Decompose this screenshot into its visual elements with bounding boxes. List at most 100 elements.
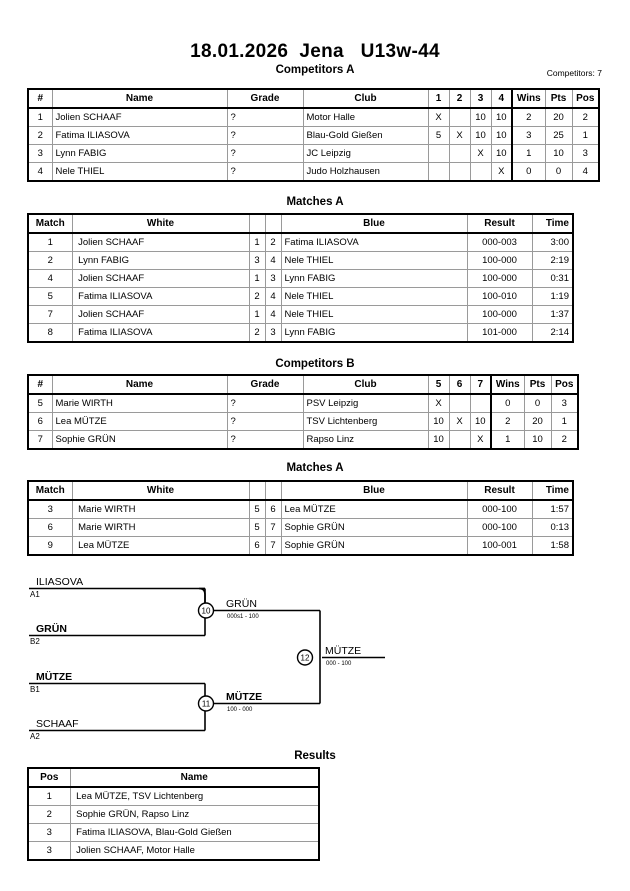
cell-result: 000-003 xyxy=(466,232,533,252)
cell-opp-2 xyxy=(448,107,471,127)
table-header-row: # Name Grade Club 1 2 3 4 Wins Pts Pos xyxy=(27,88,600,109)
cell-time: 1:58 xyxy=(531,536,574,556)
cell-white: Marie WIRTH xyxy=(71,518,250,537)
cell-pts: 0 xyxy=(544,162,573,182)
matches-b-table: Match White Blue Result Time 3 Marie WIR… xyxy=(27,480,574,556)
cell-match: 6 xyxy=(27,518,73,537)
cell-time: 0:31 xyxy=(531,269,574,288)
bracket-score-11: 100 - 000 xyxy=(227,707,253,713)
cell-match: 4 xyxy=(27,269,73,288)
cell-name: Fatima ILIASOVA xyxy=(51,126,228,145)
cell-blue-seed: 4 xyxy=(264,305,282,324)
cell-opp-1 xyxy=(427,144,450,163)
cell-opp-3 xyxy=(469,162,492,182)
col-grade: Grade xyxy=(226,88,304,109)
col-num: # xyxy=(27,88,53,109)
cell-grade: ? xyxy=(226,144,304,163)
table-row: 1 Lea MÜTZE, TSV Lichtenberg xyxy=(27,786,320,806)
cell-result: 100-001 xyxy=(466,536,533,556)
section-title-matches-a: Matches A xyxy=(286,196,344,208)
cell-blue-seed: 4 xyxy=(264,287,282,306)
cell-white-seed: 6 xyxy=(248,536,266,556)
cell-num: 1 xyxy=(27,107,53,127)
cell-opp-1: 10 xyxy=(427,430,450,450)
section-title-competitors-a: Competitors A xyxy=(275,64,355,76)
cell-num: 6 xyxy=(27,412,53,431)
cell-blue: Sophie GRÜN xyxy=(280,518,468,537)
bracket-entry-seed-1: A1 xyxy=(30,590,40,599)
cell-white-seed: 1 xyxy=(248,269,266,288)
bracket-winner-name-11: MÜTZE xyxy=(226,690,262,703)
cell-match: 3 xyxy=(27,499,73,519)
col-opp-4: 4 xyxy=(490,88,513,109)
col-time: Time xyxy=(531,213,574,234)
cell-opp-1: 5 xyxy=(427,126,450,145)
cell-wins: 3 xyxy=(511,126,546,145)
cell-white-seed: 3 xyxy=(248,251,266,270)
cell-white: Fatima ILIASOVA xyxy=(71,323,250,343)
cell-blue-seed: 3 xyxy=(264,269,282,288)
cell-opp-1: X xyxy=(427,107,450,127)
bracket-entry-seed-2: B2 xyxy=(30,637,40,646)
col-blue: Blue xyxy=(280,480,468,501)
col-opp-6: 6 xyxy=(448,374,471,395)
col-pts: Pts xyxy=(523,374,552,395)
cell-result: 100-000 xyxy=(466,251,533,270)
col-pos: Pos xyxy=(27,767,71,788)
cell-white: Marie WIRTH xyxy=(71,499,250,519)
cell-opp-3: 10 xyxy=(469,412,492,431)
col-wins: Wins xyxy=(490,374,525,395)
cell-blue: Nele THIEL xyxy=(280,251,468,270)
bracket-entry-name-4: SCHAAF xyxy=(36,718,79,730)
cell-grade: ? xyxy=(226,430,304,450)
cell-blue-seed: 3 xyxy=(264,323,282,343)
cell-name: Jolien SCHAAF xyxy=(51,107,228,127)
col-white: White xyxy=(71,213,250,234)
cell-match: 5 xyxy=(27,287,73,306)
match-node-11[interactable] xyxy=(197,695,215,712)
section-title-results: Results xyxy=(294,750,336,762)
cell-opp-4: 10 xyxy=(490,107,513,127)
cell-pos: 2 xyxy=(550,430,579,450)
competitors-count: Competitors: 7 xyxy=(546,68,602,78)
cell-wins: 1 xyxy=(511,144,546,163)
cell-opp-3 xyxy=(469,393,492,413)
bracket-winner-name-10: GRÜN xyxy=(226,598,257,610)
col-name: Name xyxy=(69,767,320,788)
match-node-12[interactable] xyxy=(296,649,314,666)
cell-opp-4: X xyxy=(490,162,513,182)
col-match: Match xyxy=(27,480,73,501)
cell-pos: 3 xyxy=(571,144,600,163)
cell-pts: 20 xyxy=(523,412,552,431)
col-club: Club xyxy=(302,88,429,109)
cell-name: Nele THIEL xyxy=(51,162,228,182)
cell-opp-1: 10 xyxy=(427,412,450,431)
cell-num: 4 xyxy=(27,162,53,182)
table-row: 2 Sophie GRÜN, Rapso Linz xyxy=(27,805,320,824)
cell-match: 8 xyxy=(27,323,73,343)
cell-pos: 2 xyxy=(571,107,600,127)
col-result: Result xyxy=(466,480,533,501)
table-row: 3 Fatima ILIASOVA, Blau-Gold Gießen xyxy=(27,823,320,842)
cell-wins: 0 xyxy=(490,393,525,413)
col-pts: Pts xyxy=(544,88,573,109)
cell-club: Judo Holzhausen xyxy=(302,162,429,182)
cell-pts: 10 xyxy=(523,430,552,450)
bracket-winner-name-12: MÜTZE xyxy=(325,645,361,657)
cell-pos: 1 xyxy=(571,126,600,145)
cell-opp-4: 10 xyxy=(490,144,513,163)
cell-white: Lynn FABIG xyxy=(71,251,250,270)
col-blue-seed xyxy=(264,480,282,501)
cell-pts: 0 xyxy=(523,393,552,413)
table-header-row: Pos Name xyxy=(27,767,320,788)
match-node-10[interactable] xyxy=(197,602,215,619)
cell-blue: Lynn FABIG xyxy=(280,269,468,288)
cell-pos: 2 xyxy=(27,805,71,824)
matches-a-table-wrap: Match White Blue Result Time 1 Jolien SC… xyxy=(27,213,574,343)
